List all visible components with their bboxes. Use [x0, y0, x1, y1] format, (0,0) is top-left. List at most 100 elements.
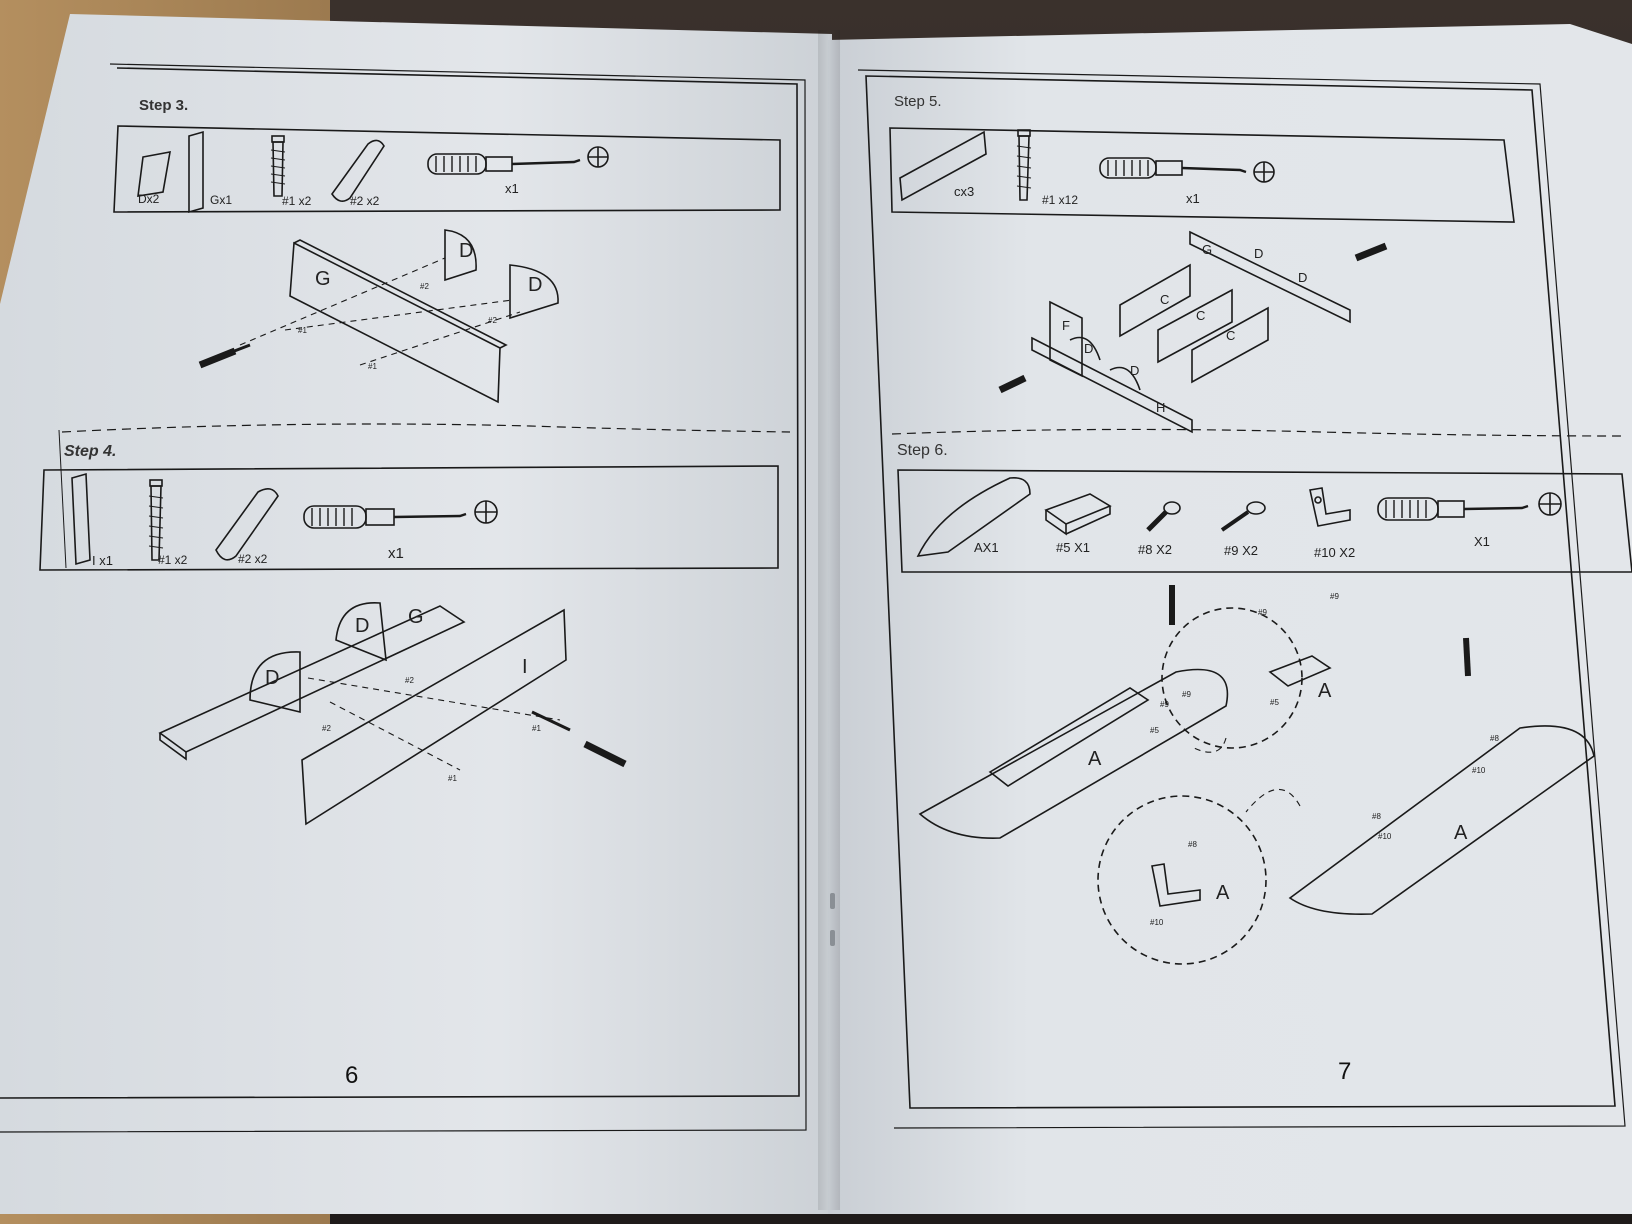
panel-label-c: C	[1226, 328, 1236, 343]
part-d-icon	[137, 151, 171, 197]
part-i-icon	[71, 472, 91, 566]
callout: #2	[488, 316, 497, 325]
panel-label-i: I	[522, 656, 528, 678]
step5-parts-box	[889, 127, 1515, 223]
part-g-icon	[188, 130, 204, 214]
step6-screw9-count: #9 X2	[1224, 543, 1258, 558]
step4-part-i-count: I x1	[92, 553, 113, 568]
panel-g	[289, 241, 501, 404]
step3-dowel2-count: #2 x2	[350, 194, 380, 208]
step4-parts-box	[39, 465, 779, 571]
callout: #1	[368, 362, 377, 371]
step3-parts-box	[113, 125, 781, 213]
step6-title: Step 6.	[897, 442, 948, 459]
staple	[830, 930, 835, 946]
callout: #10	[1378, 832, 1392, 841]
panel-h-bottom	[1031, 336, 1193, 434]
panel-d-left	[249, 651, 301, 714]
panel-label-a: A	[1088, 748, 1102, 770]
panel-label-h: H	[1156, 400, 1166, 415]
phillips-head-icon	[1253, 161, 1275, 183]
screw-icon	[1146, 501, 1181, 532]
screwdriver-icon	[427, 153, 581, 175]
panel-i	[301, 608, 567, 826]
panel-g-top	[1189, 230, 1351, 324]
step6-part-a-count: AX1	[974, 540, 999, 555]
phillips-head-icon	[587, 146, 609, 168]
screw-icon	[270, 135, 286, 197]
panel-a-right	[1288, 725, 1595, 915]
l-bracket-icon	[1309, 487, 1351, 527]
step5-part-c-count: cx3	[954, 184, 975, 199]
panel-a-left	[918, 668, 1229, 839]
screw-icon	[1220, 501, 1266, 532]
panel-label-g: G	[408, 606, 424, 628]
left-page-frame	[0, 67, 800, 1099]
callout: #9	[1182, 690, 1191, 699]
step6-parts-box	[897, 469, 1632, 573]
step4-screw1-count: #1 x2	[158, 553, 188, 567]
callout: #1	[298, 326, 307, 335]
page-number-left: 6	[345, 1062, 359, 1089]
step4-screwdriver-count: x1	[388, 545, 404, 562]
dowel-icon	[215, 488, 279, 561]
callout: #8	[1188, 840, 1197, 849]
panel-label-d: D	[459, 240, 474, 262]
magnetic-catch-icon	[1044, 493, 1112, 536]
callout: #9	[1160, 700, 1169, 709]
panel-label-d: D	[1084, 341, 1094, 356]
right-page-frame	[865, 75, 1616, 1109]
panel-label-d: D	[355, 615, 370, 637]
screwdriver-icon	[1377, 497, 1529, 521]
callout: #9	[1330, 592, 1339, 601]
step5-screwdriver-count: x1	[1186, 191, 1200, 206]
panel-d-lower	[509, 264, 559, 320]
step6-screw8-count: #8 X2	[1138, 542, 1172, 557]
panel-label-d: D	[1130, 363, 1140, 378]
step6-bracket10-count: #10 X2	[1314, 545, 1356, 560]
step4-dowel2-count: #2 x2	[238, 552, 268, 566]
booklet-spine	[818, 30, 840, 1210]
phillips-head-icon	[474, 500, 498, 524]
callout: #8	[1490, 734, 1499, 743]
panel-label-g: G	[1202, 242, 1213, 257]
callout: #2	[420, 282, 429, 291]
screw-icon	[1016, 129, 1032, 201]
step6-screwdriver-count: X1	[1474, 534, 1490, 549]
callout: #5	[1270, 698, 1279, 707]
step6-catch5-count: #5 X1	[1056, 540, 1090, 555]
panel-label-c: C	[1196, 308, 1206, 323]
step5-screw1-count: #1 x12	[1042, 193, 1079, 207]
part-a-icon	[916, 477, 1031, 557]
panel-c-2	[1157, 288, 1233, 364]
panel-f	[1049, 300, 1083, 378]
left-page	[0, 14, 832, 1214]
callout: #1	[448, 774, 457, 783]
step3-part-d-count: Dx2	[138, 192, 160, 206]
panel-label-d: D	[528, 274, 543, 296]
panel-label-d: D	[1254, 246, 1264, 261]
panel-label-a: A	[1454, 822, 1468, 844]
phillips-head-icon	[1538, 492, 1562, 516]
panel-g-flat	[158, 605, 466, 753]
panel-d-upper	[444, 229, 477, 282]
panel-label-d: D	[1298, 270, 1308, 285]
screwdriver-icon	[303, 505, 467, 529]
panel-label-g: G	[315, 268, 331, 290]
part-c-icon	[899, 130, 987, 202]
panel-label-d: D	[265, 667, 280, 689]
callout: #1	[532, 724, 541, 733]
screwdriver-icon	[1099, 157, 1247, 179]
page-number-right: 7	[1338, 1058, 1352, 1085]
panel-label-a: A	[1318, 680, 1332, 702]
panel-label-f: F	[1062, 318, 1070, 333]
callout: #2	[405, 676, 414, 685]
panel-d-right	[335, 602, 387, 662]
callout: #9	[1258, 608, 1267, 617]
staple	[830, 893, 835, 909]
step3-screwdriver-count: x1	[505, 181, 519, 196]
panel-c-1	[1119, 263, 1191, 338]
callout: #2	[322, 724, 331, 733]
screw-icon	[148, 479, 164, 561]
step5-title: Step 5.	[894, 93, 942, 110]
